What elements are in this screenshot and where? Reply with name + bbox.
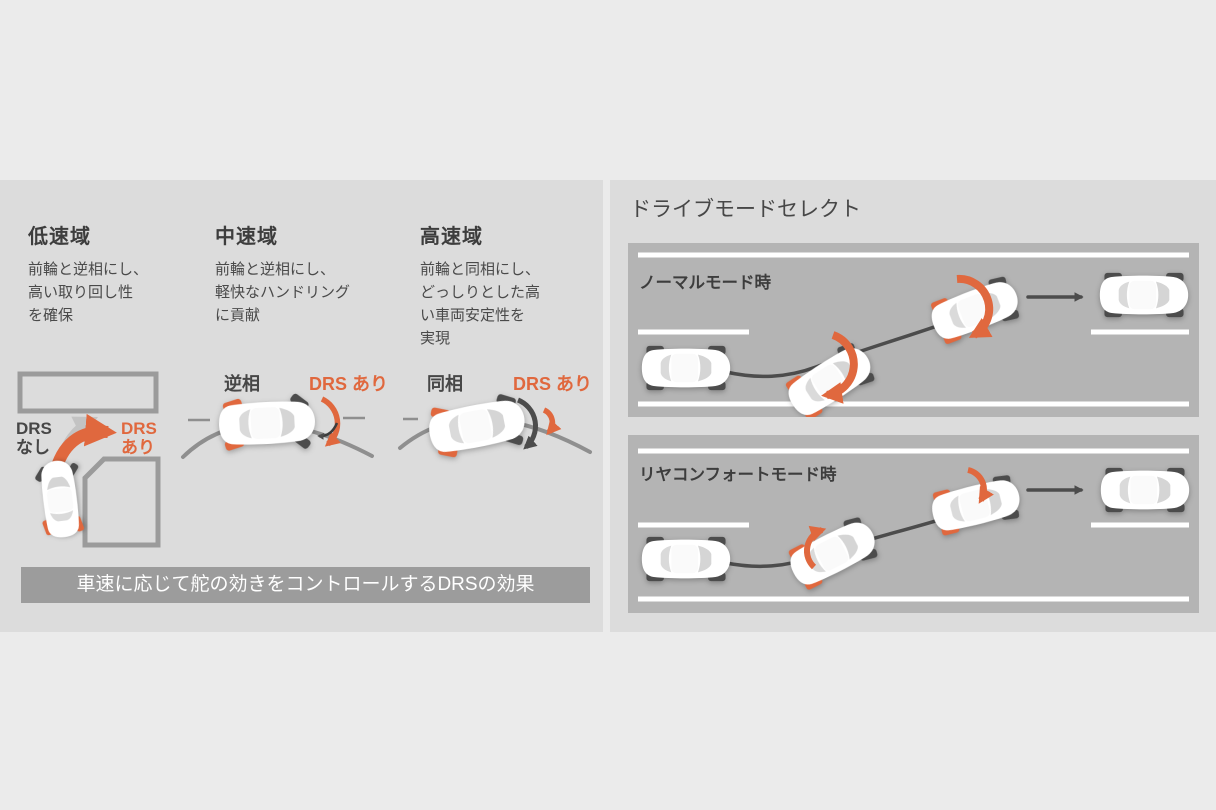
car-top-view-end <box>1100 467 1190 513</box>
road-diagram-normal-mode: ノーマルモード時 <box>628 243 1199 417</box>
label-drs-off: DRS なし <box>16 419 52 457</box>
mid-course-dashes <box>188 416 365 422</box>
road-scene-normal <box>638 252 1189 417</box>
speed-diagrams-graphic <box>17 371 592 548</box>
yaw-arc-small-icon <box>967 467 994 504</box>
car-top-view-start <box>641 345 731 391</box>
speed-column-low: 低速域 前輪と逆相にし、 高い取り回し性 を確保 <box>28 220 203 327</box>
caption-bar: 車速に応じて舵の効きをコントロールするDRSの効果 <box>21 567 590 603</box>
car-top-view-turn-out <box>927 471 1025 539</box>
label-drs-on-mid: DRS あり <box>309 374 389 394</box>
speed-description-high: 前輪と同相にし、 どっしりとした高 い車両安定性を 実現 <box>420 261 541 347</box>
yaw-arc-with-drs-icon <box>320 396 341 447</box>
speed-column-mid: 中速域 前輪と逆相にし、 軽快なハンドリング に貢献 <box>215 220 400 327</box>
speed-heading-high: 高速域 <box>420 226 483 248</box>
yaw-arc-large-icon <box>956 274 994 339</box>
car-top-view-high-speed <box>424 389 530 463</box>
label-phase-reverse: 逆相 <box>224 374 260 394</box>
yaw-arc-without-drs-icon <box>516 397 538 450</box>
speed-heading-low: 低速域 <box>28 226 91 248</box>
speed-description-mid: 前輪と逆相にし、 軽快なハンドリング に貢献 <box>215 261 351 324</box>
car-top-view-end <box>1099 272 1189 318</box>
drive-mode-panel: ドライブモードセレクト ノーマルモード時 <box>610 180 1216 632</box>
intersection-walls <box>17 371 161 548</box>
road-scene-rear-comfort <box>638 448 1190 602</box>
panel-title: ドライブモードセレクト <box>630 198 861 221</box>
label-phase-same: 同相 <box>427 374 463 394</box>
speed-heading-mid: 中速域 <box>215 226 278 248</box>
label-drs-on-high: DRS あり <box>513 374 593 394</box>
steer-arrow-icon <box>317 422 339 440</box>
car-top-view-start <box>641 536 731 582</box>
lane-lines <box>638 448 1189 602</box>
road-diagram-rear-comfort-mode: リヤコンフォートモード時 <box>628 435 1199 613</box>
yaw-arc-small-icon <box>803 525 827 570</box>
lane-lines <box>638 252 1189 407</box>
car-top-view-mid-speed <box>217 391 317 455</box>
mode-label-normal: ノーマルモード時 <box>639 274 771 292</box>
car-top-view-turn-in <box>782 511 884 595</box>
speed-column-high: 高速域 前輪と同相にし、 どっしりとした高 い車両安定性を 実現 <box>420 220 590 350</box>
car-top-view-low-speed <box>32 458 88 540</box>
yaw-arc-large-icon <box>821 331 858 404</box>
yaw-arc-small-with-drs-icon <box>542 407 562 436</box>
label-drs-on: DRS あり <box>121 419 157 457</box>
speed-description-low: 前輪と逆相にし、 高い取り回し性 を確保 <box>28 261 149 324</box>
mode-label-rear-comfort: リヤコンフォートモード時 <box>639 466 837 484</box>
drs-effect-panel: 低速域 前輪と逆相にし、 高い取り回し性 を確保 中速域 前輪と逆相にし、 軽快… <box>0 180 603 632</box>
